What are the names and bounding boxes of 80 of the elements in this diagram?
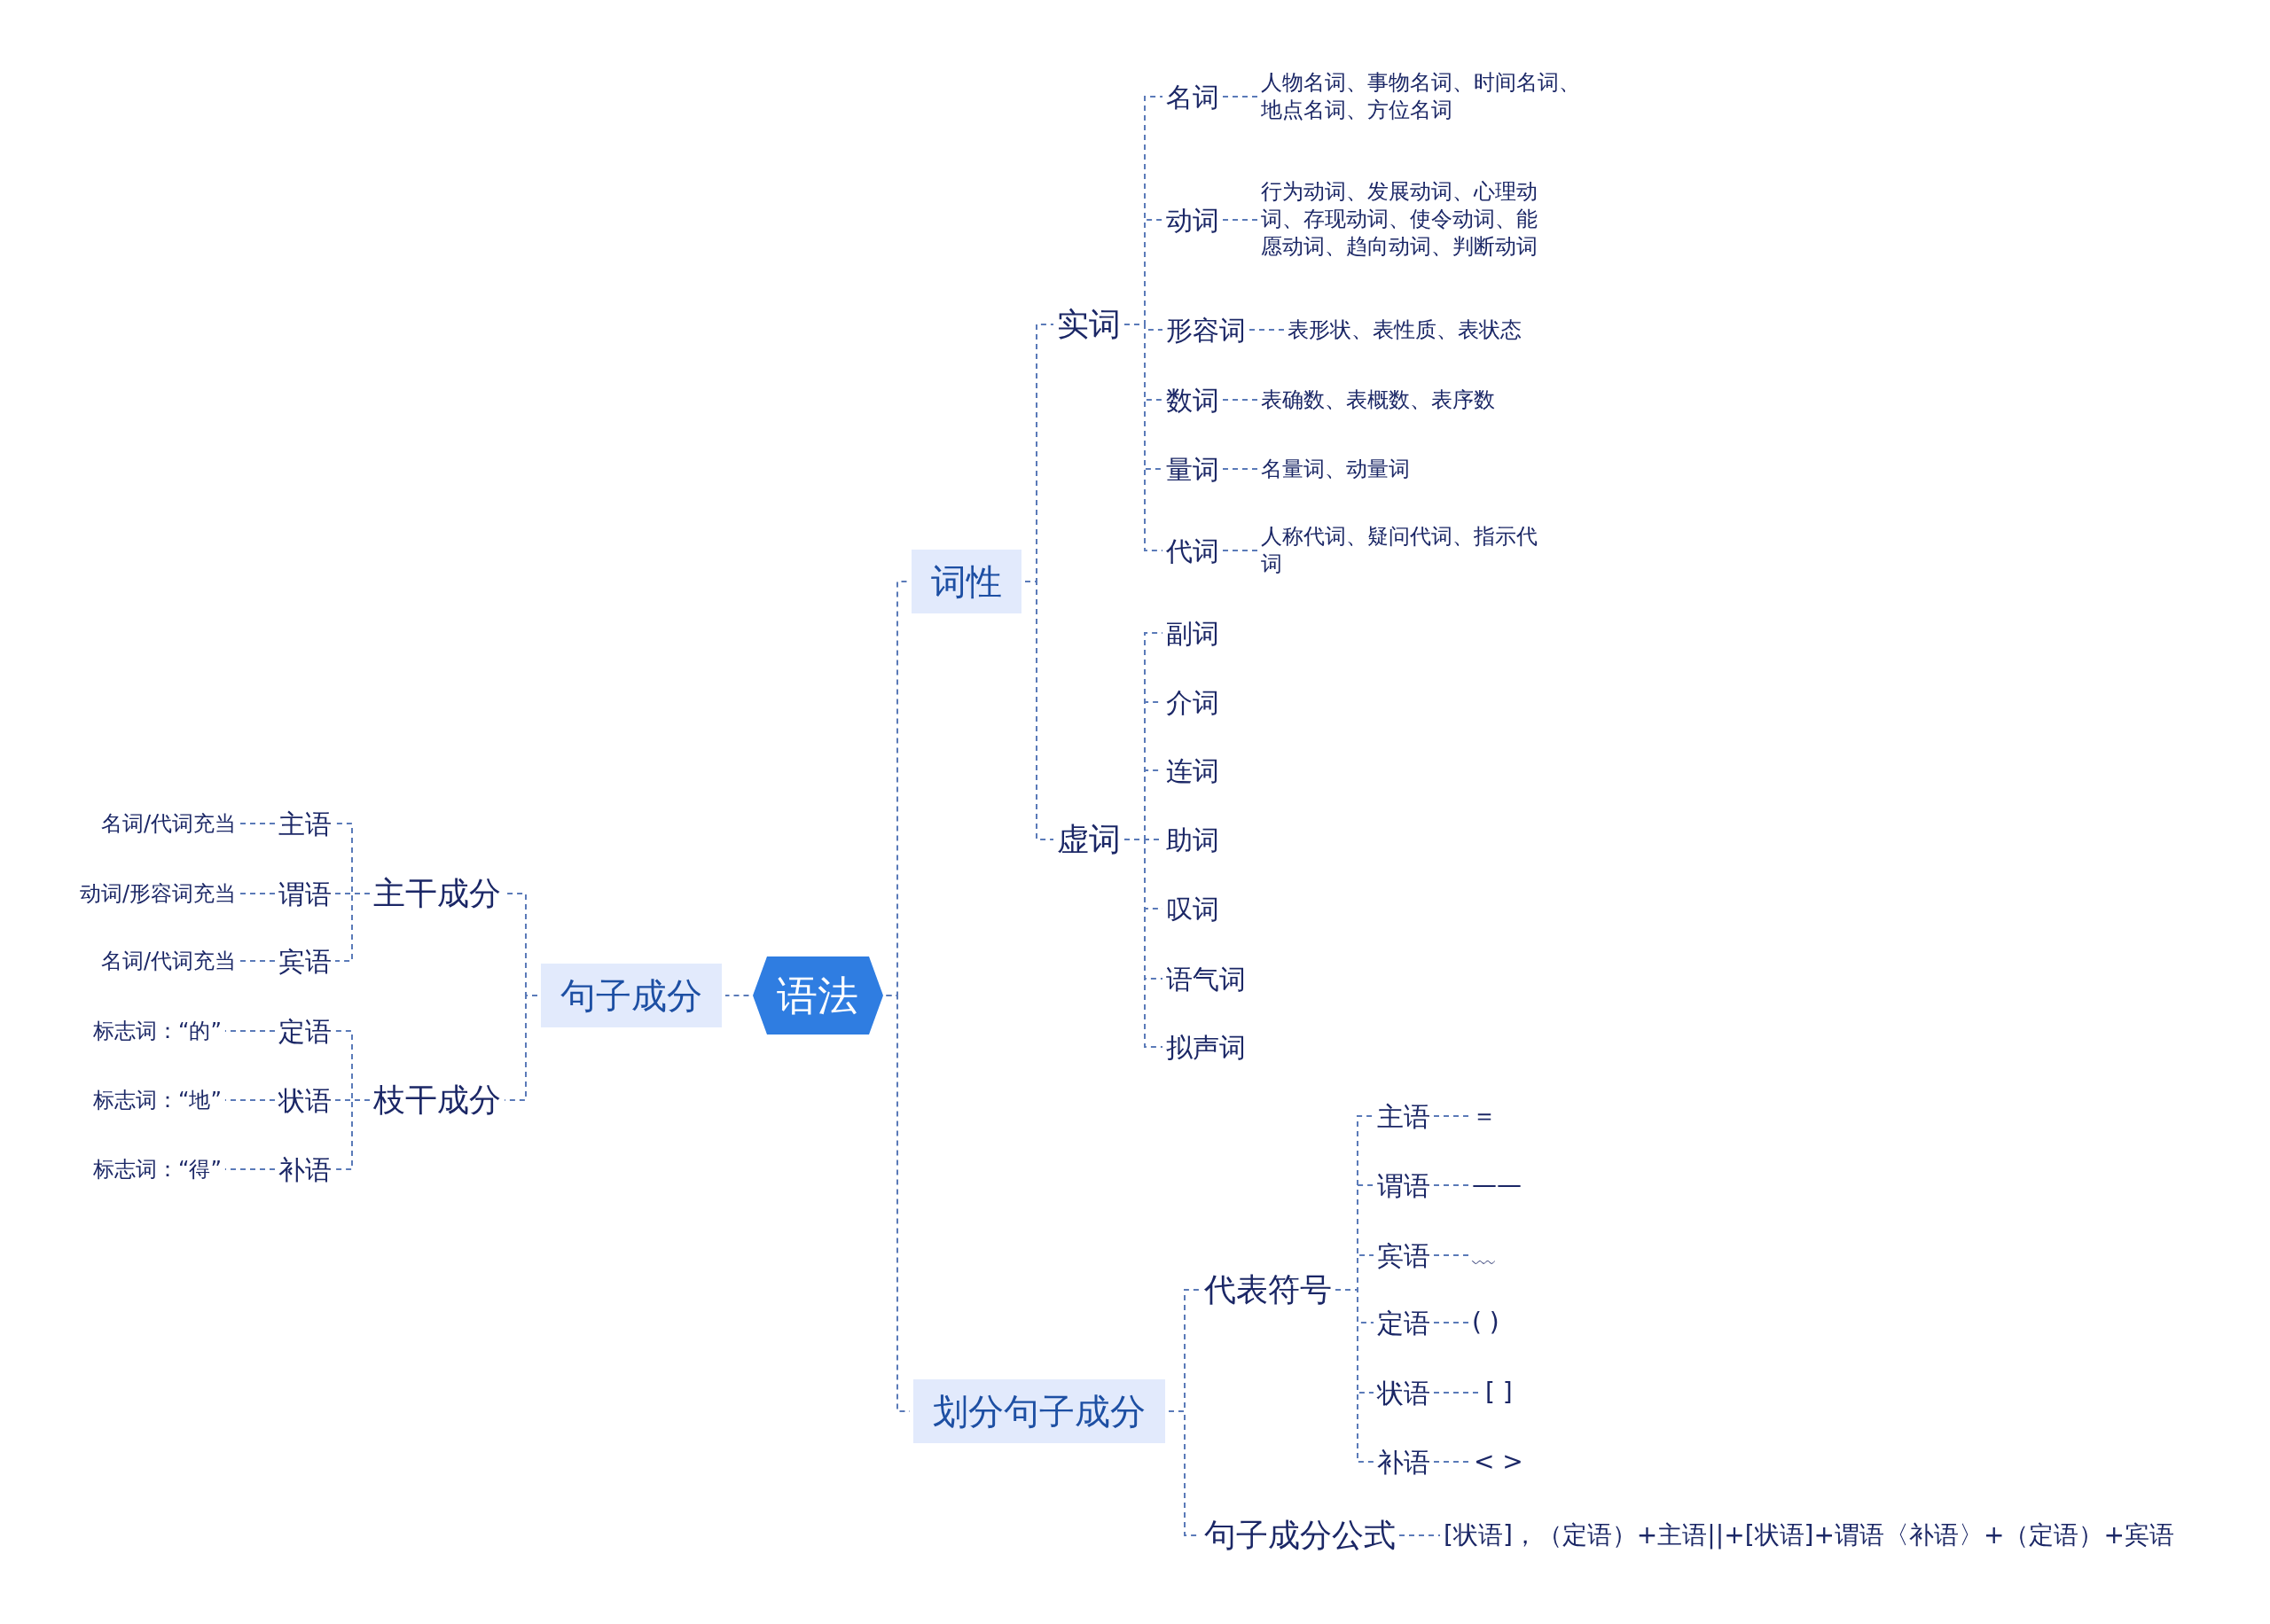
branch-label: 副词 bbox=[1166, 615, 1219, 651]
symbol-text: < > bbox=[1474, 1446, 1523, 1479]
connector bbox=[1433, 1184, 1469, 1186]
description-text: 行为动词、发展动词、心理动词、存现动词、使令动词、能愿动词、趋向动词、判断动词 bbox=[1261, 178, 1543, 262]
connector bbox=[1335, 1288, 1374, 1463]
description-text: 标志词：“的” bbox=[93, 1017, 222, 1045]
branch-label: 定语 bbox=[1377, 1305, 1430, 1340]
connector bbox=[223, 1168, 276, 1170]
description-text: 标志词：“得” bbox=[93, 1155, 222, 1183]
branch-label: 量词 bbox=[1166, 451, 1219, 487]
branch-label: 状语 bbox=[1377, 1375, 1430, 1410]
description-text: 标志词：“地” bbox=[93, 1086, 222, 1114]
connector bbox=[1398, 1534, 1441, 1536]
symbol-text: [ ] bbox=[1485, 1377, 1513, 1409]
description-text: 表确数、表概数、表序数 bbox=[1261, 386, 1495, 414]
description-text: 名词/代词充当 bbox=[101, 947, 237, 975]
description-text: 人称代词、疑问代词、指示代词 bbox=[1261, 523, 1543, 579]
symbol-text: ( ) bbox=[1472, 1307, 1499, 1339]
description-text: [状语]，（定语）+主语||+[状语]+谓语〈补语〉+（定语）+宾语 bbox=[1444, 1519, 2174, 1552]
branch-label: 拟声词 bbox=[1166, 1029, 1246, 1065]
connector bbox=[239, 823, 276, 824]
branch-label: 动词 bbox=[1166, 202, 1219, 238]
connector bbox=[1248, 329, 1285, 331]
branch-label: 补语 bbox=[278, 1152, 332, 1187]
branch-label: 定语 bbox=[278, 1013, 332, 1049]
connector bbox=[1433, 1254, 1469, 1256]
connector bbox=[1123, 323, 1163, 551]
branch-label: 谓语 bbox=[1377, 1167, 1430, 1203]
topic-box: 词性 bbox=[912, 550, 1022, 613]
description-text: 名词/代词充当 bbox=[101, 809, 237, 838]
connector bbox=[1433, 1461, 1471, 1463]
connector bbox=[1222, 96, 1258, 98]
branch-label: 谓语 bbox=[278, 876, 332, 911]
branch-label: 句子成分公式 bbox=[1204, 1514, 1396, 1557]
symbol-text: ＝ bbox=[1472, 1100, 1497, 1133]
connector bbox=[223, 1099, 276, 1101]
connector bbox=[1222, 550, 1258, 551]
branch-label: 状语 bbox=[278, 1082, 332, 1118]
connector bbox=[504, 995, 538, 1101]
branch-label: 语气词 bbox=[1166, 961, 1246, 996]
branch-label: 数词 bbox=[1166, 382, 1219, 418]
branch-label: 主干成分 bbox=[373, 872, 501, 915]
connector bbox=[1123, 838, 1163, 1048]
branch-label: 叹词 bbox=[1166, 891, 1219, 926]
connector bbox=[334, 1098, 371, 1170]
branch-label: 形容词 bbox=[1166, 312, 1246, 347]
connector bbox=[1433, 1322, 1469, 1323]
branch-label: 补语 bbox=[1377, 1444, 1430, 1480]
central-hexagon: 语法 bbox=[752, 956, 883, 1035]
connector bbox=[334, 892, 371, 962]
branch-label: 枝干成分 bbox=[373, 1079, 501, 1121]
connector bbox=[1222, 468, 1258, 470]
branch-label: 宾语 bbox=[1377, 1238, 1430, 1273]
branch-label: 主语 bbox=[1377, 1098, 1430, 1134]
description-text: 表形状、表性质、表状态 bbox=[1288, 316, 1522, 344]
topic-box: 划分句子成分 bbox=[913, 1379, 1165, 1443]
connector bbox=[239, 960, 276, 962]
connector bbox=[239, 893, 276, 894]
branch-label: 助词 bbox=[1166, 822, 1219, 857]
branch-label: 介词 bbox=[1166, 684, 1219, 720]
branch-label: 虚词 bbox=[1057, 818, 1121, 861]
description-text: 动词/形容词充当 bbox=[80, 879, 237, 908]
symbol-text: —— bbox=[1472, 1169, 1522, 1202]
branch-label: 代词 bbox=[1166, 533, 1219, 568]
description-text: 名量词、动量词 bbox=[1261, 455, 1410, 483]
branch-label: 实词 bbox=[1057, 303, 1121, 346]
branch-label: 代表符号 bbox=[1204, 1269, 1332, 1311]
connector bbox=[1433, 1115, 1469, 1117]
connector bbox=[223, 1030, 276, 1032]
connector bbox=[724, 995, 750, 996]
symbol-text: ﹏ bbox=[1472, 1239, 1497, 1272]
branch-label: 宾语 bbox=[278, 943, 332, 979]
branch-label: 名词 bbox=[1166, 79, 1219, 114]
branch-label: 连词 bbox=[1166, 753, 1219, 788]
topic-box: 句子成分 bbox=[541, 964, 722, 1027]
connector bbox=[1222, 219, 1258, 221]
connector bbox=[1024, 581, 1054, 840]
description-text: 人物名词、事物名词、时间名词、地点名词、方位名词 bbox=[1261, 69, 1591, 125]
connector bbox=[1222, 399, 1258, 401]
branch-label: 主语 bbox=[278, 806, 332, 841]
